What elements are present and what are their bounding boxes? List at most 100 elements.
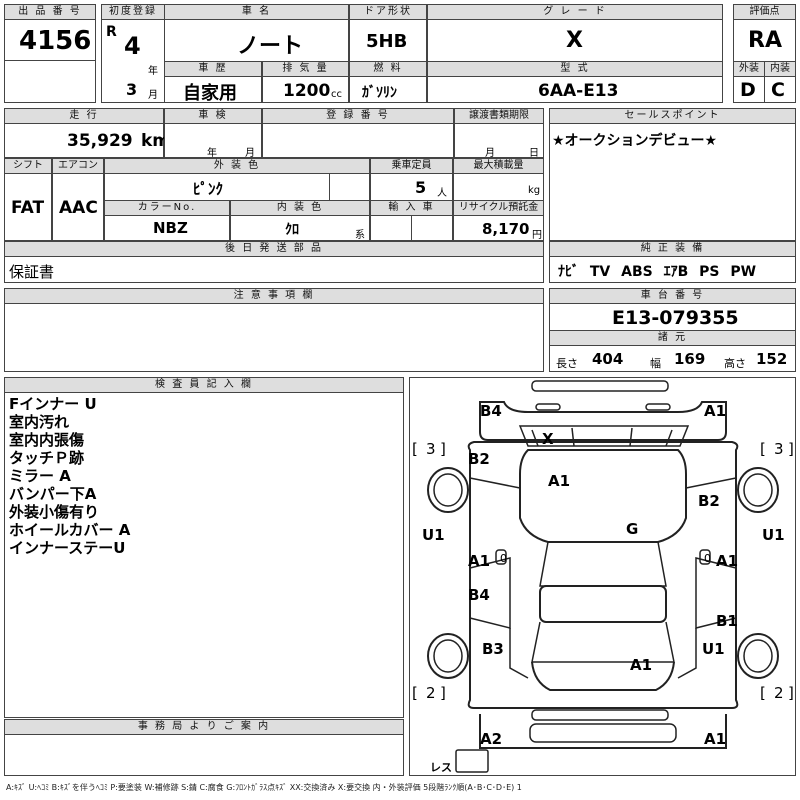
- ext-grade: D: [740, 79, 756, 101]
- dims-header: 諸 元: [549, 330, 796, 346]
- sales-point: ★オークションデビュー★: [552, 133, 718, 149]
- first-reg-header: 初度登録: [101, 4, 165, 20]
- damage-mark-rear-bumper-left: A2: [480, 730, 503, 748]
- capacity-cell: 5 人: [370, 173, 453, 201]
- length: 404: [592, 350, 624, 368]
- equipment-cell: ﾅﾋﾞ TV ABS ｴｱB PS PW: [549, 256, 796, 283]
- damage-mark-hatch: A1: [630, 656, 653, 674]
- mirror-left-mark: 0: [500, 552, 507, 565]
- lot-number-cell: 4156: [4, 19, 96, 61]
- score-cell: RA: [733, 19, 796, 62]
- shift: FAT: [11, 198, 45, 218]
- later-parts-cell: 保証書: [4, 256, 544, 283]
- tire-bracket-open-fr: [: [760, 440, 766, 458]
- ext-color: ﾋﾟﾝｸ: [193, 180, 224, 198]
- int-color: ｸﾛ: [285, 222, 299, 238]
- dims-cell: 長さ 404 幅 169 高さ 152: [549, 345, 796, 372]
- int-grade: C: [771, 79, 785, 101]
- damage-mark-sill-right: U1: [762, 526, 785, 544]
- capacity-header: 乗車定員: [370, 158, 453, 174]
- tire-bracket-close-fr: ]: [788, 440, 794, 458]
- damage-mark-fender-right: B2: [698, 492, 720, 510]
- int-color-header: 内 装 色: [230, 200, 370, 216]
- lot-header: 出 品 番 号: [4, 4, 96, 20]
- transfer-day-unit: 日: [529, 148, 539, 159]
- inspector-line: インナーステーU: [9, 539, 126, 557]
- chassis-cell: E13-079355: [549, 303, 796, 331]
- tire-bracket-open-rr: [: [760, 684, 766, 702]
- tire-count-fr: 3: [774, 440, 784, 458]
- max-load-unit: kg: [528, 185, 541, 196]
- color-no: NBZ: [153, 219, 188, 237]
- ext-color-extra-cell: [329, 173, 370, 201]
- height: 152: [756, 350, 788, 368]
- first-reg-cell: R 4 年 3 月: [101, 19, 165, 103]
- model-code-cell: 6AA-E13: [427, 76, 723, 103]
- recycle: 8,170: [482, 220, 530, 238]
- equipment-header: 純 正 装 備: [549, 241, 796, 257]
- grade-cell: X: [427, 19, 723, 62]
- damage-mark-roof: G: [626, 520, 639, 538]
- legend: A:ｷｽﾞ U:ﾍｺﾐ B:ｷｽﾞを伴うﾍｺﾐ P:要塗装 W:補修跡 S:錆 …: [6, 783, 522, 792]
- chassis: E13-079355: [612, 307, 739, 329]
- rear-label: レス: [430, 761, 452, 774]
- first-reg-year-unit: 年: [148, 66, 158, 77]
- inspection-month-unit: 月: [245, 148, 255, 159]
- int-grade-header: 内装: [764, 61, 796, 77]
- mileage-cell: 35,929 km: [4, 123, 170, 158]
- inspector-cell: Fインナー U 室内汚れ 室内内張傷 タッチＰ跡 ミラー A バンパー下A 外装…: [4, 392, 404, 718]
- inspector-line: ホイールカバー A: [9, 521, 131, 539]
- shift-cell: FAT: [4, 173, 52, 241]
- int-color-unit: 系: [355, 230, 365, 241]
- mileage-unit: km: [141, 131, 171, 151]
- width-label: 幅: [650, 357, 661, 370]
- reg-no-cell: [262, 123, 454, 158]
- office-cell: [4, 734, 404, 776]
- damage-mark-rear-door-left: B4: [468, 586, 490, 604]
- mirror-right-mark: 0: [704, 552, 711, 565]
- office-header: 事 務 局 よ り ご 案 内: [4, 719, 404, 735]
- tire-bracket-close-rl: ]: [440, 684, 446, 702]
- damage-mark-rear-bumper-right: A1: [704, 730, 727, 748]
- inspector-lines: Fインナー U 室内汚れ 室内内張傷 タッチＰ跡 ミラー A バンパー下A 外装…: [9, 395, 130, 557]
- tire-count-rr: 2: [774, 684, 784, 702]
- fuel-cell: ｶﾞｿﾘﾝ: [349, 76, 427, 103]
- inspector-line: Fインナー U: [9, 395, 97, 413]
- displacement-header: 排 気 量: [262, 61, 349, 77]
- mileage-header: 走 行: [4, 108, 164, 124]
- tire-bracket-open-fl: [: [412, 440, 418, 458]
- aircon-cell: AAC: [52, 173, 104, 241]
- later-parts: 保証書: [9, 263, 55, 281]
- sales-point-header: セールスポイント: [549, 108, 796, 124]
- damage-mark-fender-left: B2: [468, 450, 490, 468]
- transfer-header: 譲渡書類期限: [454, 108, 544, 124]
- first-reg-era: R: [106, 24, 117, 40]
- model-code-header: 型 式: [427, 61, 723, 77]
- inspection-cell: 年 月: [164, 123, 262, 159]
- import-cell-b: [411, 215, 453, 241]
- damage-mark-front-door-left: A1: [468, 552, 491, 570]
- lot-number: 4156: [19, 26, 92, 56]
- ext-color-header: 外 装 色: [104, 158, 370, 174]
- inspector-line: ミラー A: [9, 467, 71, 485]
- aircon-header: エアコン: [52, 158, 104, 174]
- car-name-header: 車 名: [164, 4, 349, 20]
- grade-header: グ レ ー ド: [427, 4, 723, 20]
- recycle-cell: 8,170 円: [453, 215, 544, 241]
- ext-grade-header: 外装: [733, 61, 765, 77]
- score: RA: [748, 28, 782, 53]
- sales-point-cell: ★オークションデビュー★: [549, 123, 796, 241]
- first-reg-month: 3: [126, 80, 138, 99]
- tire-count-fl: 3: [426, 440, 436, 458]
- inspection-header: 車 検: [164, 108, 262, 124]
- damage-mark-quarter-left: B3: [482, 640, 504, 658]
- damage-mark-front-right: A1: [704, 402, 727, 420]
- history-header: 車 歴: [164, 61, 262, 77]
- door-header: ドア形状: [349, 4, 427, 20]
- tire-bracket-close-rr: ]: [788, 684, 794, 702]
- car-outline: [427, 380, 779, 773]
- recycle-header: リサイクル預託金: [453, 200, 544, 216]
- height-label: 高さ: [724, 357, 746, 370]
- inspection-year-unit: 年: [207, 148, 217, 159]
- max-load-header: 最大積載量: [453, 158, 544, 174]
